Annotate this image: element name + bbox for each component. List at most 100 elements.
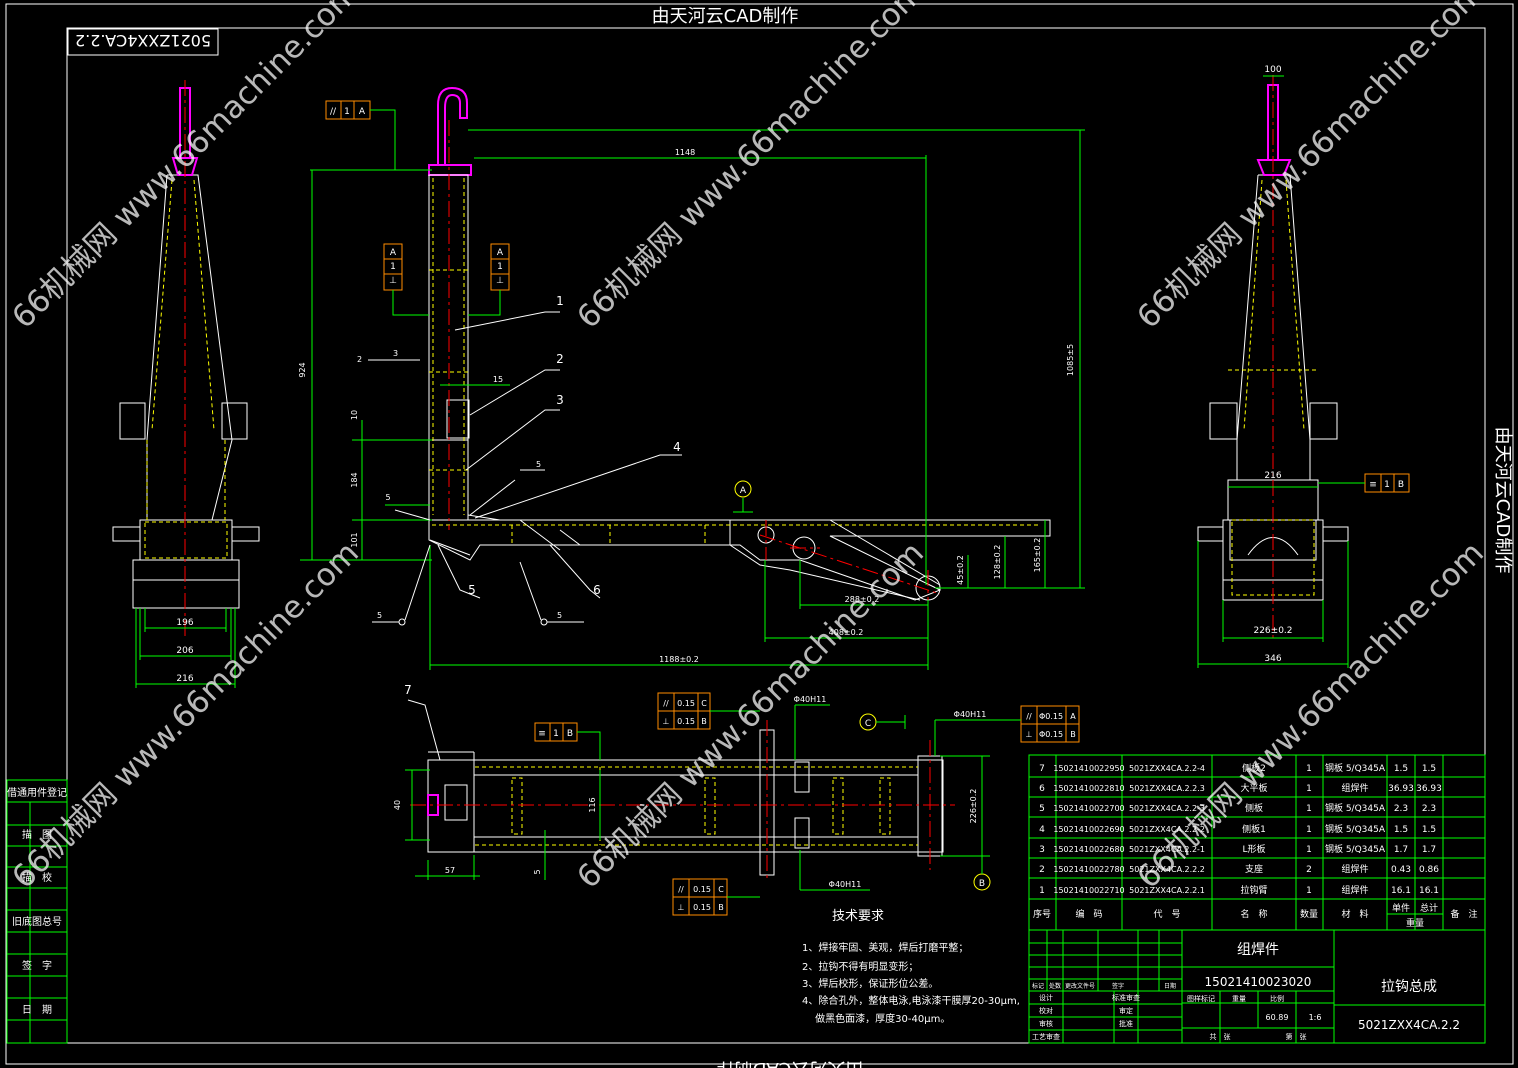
- front-dim-45: 45±0.2: [956, 555, 965, 585]
- drawing-number-mirrored: 5021ZXX4CA.2.2: [75, 31, 211, 50]
- tol-ref: A: [390, 248, 397, 258]
- bom-cell: 36.93: [1416, 784, 1442, 794]
- balloon-6: 6: [593, 583, 601, 597]
- bom-cell: 侧板: [1245, 802, 1263, 814]
- tol-val: 1: [390, 262, 396, 272]
- title-mass: 60.89: [1266, 1013, 1289, 1022]
- tol-val: 0.15: [677, 717, 695, 726]
- tech-item-1: 1、焊接牢固、美观，焊后打磨平整；: [802, 941, 968, 954]
- bom-cell: 150214100227​80: [1053, 865, 1124, 874]
- watermark-3: 66机械网 www.66machine.com: [1130, 0, 1491, 336]
- bom-cell: 16.1: [1419, 886, 1439, 896]
- bom-cell: 1.7: [1394, 845, 1408, 855]
- balloon-5: 5: [468, 583, 476, 597]
- left-strip-label-5: 签 字: [22, 959, 52, 972]
- tol-sym: ⊥: [496, 276, 504, 286]
- front-dim-924: 924: [298, 362, 307, 377]
- title-mass-label: 重量: [1232, 995, 1246, 1003]
- weld-label-front-4: 5: [557, 611, 562, 620]
- left-strip-labels: 借通用件登记 描 图 描 校 旧底图总号 签 字 日 期: [7, 786, 67, 1016]
- bom-cell: 2.3: [1394, 804, 1408, 814]
- left-strip-label-6: 日 期: [22, 1004, 52, 1016]
- tol-ref: B: [1398, 480, 1404, 490]
- bom-cell: 150214100227​10: [1053, 886, 1124, 895]
- plan-dim-d40c: Φ40H11: [829, 880, 862, 889]
- bom-header-material: 材 料: [1341, 908, 1368, 920]
- tol-sym: //: [1026, 712, 1032, 721]
- tolerance-frame-plan-bottom: // 0.15 C ⊥ 0.15 B: [672, 878, 760, 916]
- rev-label-4: 签字: [1112, 982, 1124, 990]
- tol-sym: ≡: [1369, 480, 1377, 490]
- tol-val: 0.15: [693, 885, 711, 894]
- bom-cell: 150214100228​10: [1053, 784, 1124, 793]
- tech-item-2: 2、拉钩不得有明显变形；: [802, 960, 918, 973]
- bom-cell: 1.5: [1422, 825, 1436, 835]
- bom-cell: 36.93: [1388, 784, 1414, 794]
- bom-cell: 大平板: [1240, 782, 1267, 794]
- bom-cell: 7: [1039, 764, 1045, 774]
- title-scale: 1:6: [1309, 1013, 1322, 1022]
- left-dim-216: 216: [176, 674, 193, 684]
- tolerance-frame-perp-left: ⊥ 1 A: [383, 243, 429, 316]
- tol-ref: A: [359, 107, 366, 117]
- bom-cell: 6: [1039, 784, 1045, 794]
- plan-dim-5: 5: [533, 869, 542, 874]
- bom-cell: 1.5: [1394, 764, 1408, 774]
- left-side-strip: [6, 779, 68, 1044]
- bom-cell: 2: [1306, 865, 1312, 875]
- bom-cell: 3: [1039, 845, 1045, 855]
- title-block: 组焊件 150214100230​20 拉钩总成 5021ZXX4CA.2.2 …: [1028, 929, 1486, 1044]
- left-strip-label-4: 旧底图总号: [12, 915, 62, 928]
- bom-cell: 0.43: [1391, 865, 1411, 875]
- rev-label-3: 更改文件号: [1065, 982, 1095, 990]
- weld-label-front-2: 5: [536, 460, 541, 469]
- weld-label-front-side: 2: [357, 355, 362, 364]
- plan-dim-226: 226±0.2: [969, 789, 978, 824]
- weld-label-front-3: 5: [377, 611, 382, 620]
- title-sheets: 共 张: [1210, 1032, 1231, 1041]
- plan-dim-57: 57: [445, 866, 455, 875]
- tolerance-frame-plan-right: // Φ0.15 A ⊥ Φ0.15 B: [1000, 705, 1080, 743]
- bom-cell: 2.3: [1422, 804, 1436, 814]
- bom-cell: 1.5: [1422, 764, 1436, 774]
- tol-ref: B: [718, 903, 724, 912]
- tech-requirements: 技术要求 1、焊接牢固、美观，焊后打磨平整； 2、拉钩不得有明显变形； 3、焊后…: [802, 909, 1020, 1025]
- bom-header-remark: 备 注: [1450, 908, 1477, 920]
- sign-label-4: 工艺审查: [1032, 1032, 1060, 1041]
- title-name: 拉钩总成: [1381, 979, 1437, 995]
- bom-cell: 5021ZXX4CA.2.2-3: [1129, 804, 1205, 813]
- title-sheet: 第 张: [1286, 1032, 1307, 1041]
- tol-val: 1: [497, 262, 503, 272]
- tolerance-frame-perp-right: ⊥ 1 A: [468, 243, 510, 316]
- front-dim-184: 184: [350, 472, 359, 487]
- right-side-view: 100 216 226±0.2 346 ≡ 1 B: [1197, 65, 1410, 668]
- tol-val: 1: [553, 729, 559, 739]
- bom-cell: 5021ZXX4CA.2.2.3: [1129, 784, 1205, 793]
- tolerance-frame-parallel-top: // 1 A: [325, 100, 396, 170]
- sign-label-3: 审核: [1039, 1019, 1053, 1028]
- front-dim-408: 408±0.2: [829, 628, 864, 637]
- tol-ref: C: [718, 885, 724, 894]
- drawing-number-mirrored-box: 5021ZXX4CA.2.2: [67, 28, 219, 56]
- bom-cell: 2: [1039, 865, 1045, 875]
- bom-cell: 组焊件: [1341, 863, 1368, 875]
- sign-label-r2: 审定: [1119, 1006, 1133, 1015]
- right-dim-100: 100: [1264, 65, 1281, 75]
- left-dim-206: 206: [176, 646, 193, 656]
- drawing-frame: [5, 3, 1514, 1065]
- balloon-2: 2: [556, 352, 564, 366]
- datum-a-letter: A: [740, 486, 747, 496]
- bom-header-unit: 单件: [1392, 902, 1410, 914]
- balloon-3: 3: [556, 393, 564, 407]
- top-credit: 由天河云CAD制作: [652, 6, 799, 27]
- datum-b-plan: B: [973, 856, 991, 891]
- bom-cell: 组焊件: [1341, 884, 1368, 896]
- tol-sym: //: [663, 699, 669, 708]
- tol-sym: ⊥: [389, 276, 397, 286]
- tech-item-5: 做黑色面漆，厚度30-40μm。: [802, 1012, 950, 1025]
- left-strip-label-1: 借通用件登记: [7, 786, 67, 799]
- title-part-type: 组焊件: [1237, 942, 1279, 958]
- tol-ref: A: [497, 248, 504, 258]
- tol-sym: //: [330, 107, 337, 117]
- front-dim-15: 15: [493, 375, 503, 384]
